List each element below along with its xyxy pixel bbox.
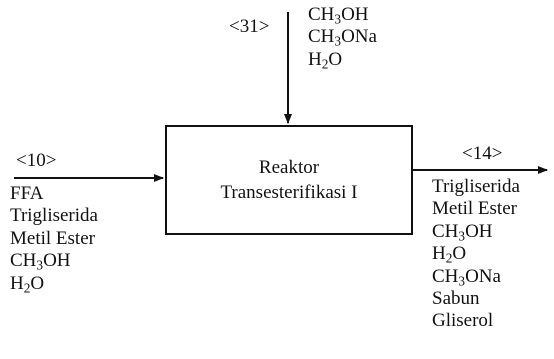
reactor-box: Reaktor Transesterifikasi I: [165, 125, 413, 235]
stream-label-14: <14>: [462, 143, 503, 164]
outlet-right-component: Sabun: [432, 288, 480, 310]
outlet-right-component: CH3ONa: [432, 265, 501, 288]
outlet-right-component: CH3OH: [432, 220, 493, 244]
outlet-right-component: Metil Ester: [432, 198, 517, 220]
inlet-left-component: Trigliserida: [10, 205, 98, 227]
outlet-right-component: Trigliserida: [432, 176, 520, 197]
outlet-right-component: Gliserol: [432, 310, 494, 332]
reactor-title-line1: Reaktor: [258, 157, 320, 178]
inlet-top-component: CH3OH: [308, 4, 369, 27]
inlet-top-component: H2O: [308, 48, 343, 72]
inlet-left-component: CH3OH: [10, 250, 71, 273]
inlet-left-component: FFA: [10, 183, 44, 204]
stream-label-31: <31>: [229, 16, 270, 37]
inlet-left-component: Metil Ester: [10, 227, 95, 249]
outlet-right-component: H2O: [432, 243, 467, 266]
inlet-top-component: CH3ONa: [308, 26, 377, 49]
reactor-title-line2: Transesterifikasi I: [220, 182, 358, 203]
stream-label-10: <10>: [16, 150, 57, 171]
inlet-left-component: H2O: [10, 272, 45, 295]
